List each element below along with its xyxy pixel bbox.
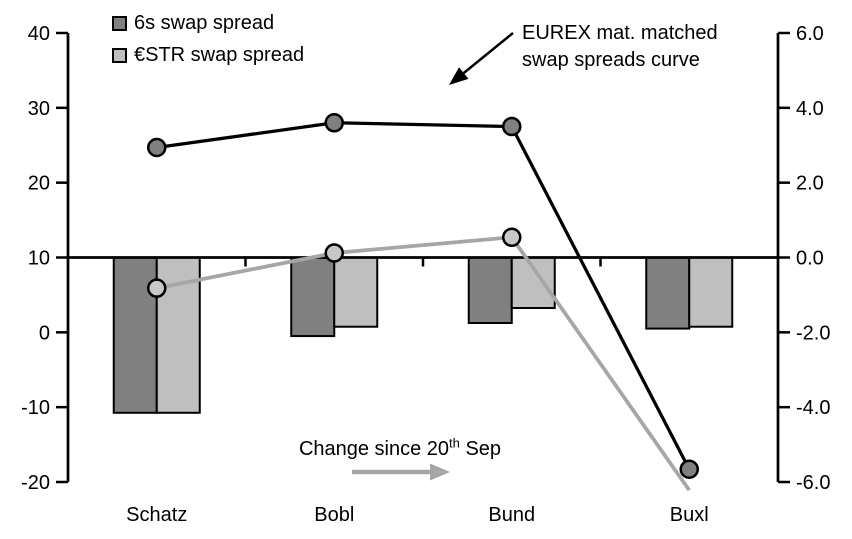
change-since-superscript: th	[449, 435, 460, 451]
marker-6s-schatz	[147, 137, 167, 158]
right-axis-label: 2.0	[796, 173, 824, 195]
bar-6s-bobl	[290, 256, 336, 338]
left-axis-label: 40	[28, 23, 50, 45]
left-axis-label: 30	[28, 98, 50, 120]
right-axis-label: 0.0	[796, 248, 824, 270]
right-axis-label: -6.0	[796, 472, 830, 494]
left-axis-label: -20	[21, 472, 50, 494]
right-axis-label: -4.0	[796, 397, 830, 419]
line-6s	[156, 121, 691, 471]
category-label-bund: Bund	[488, 504, 535, 526]
right-axis-label: -2.0	[796, 322, 830, 344]
curve-annotation-line1: EUREX mat. matched	[522, 22, 718, 44]
change-arrow-head-icon	[430, 463, 450, 481]
left-axis-label: -10	[21, 397, 50, 419]
left-axis-label: 10	[28, 248, 50, 270]
change-since-suffix: Sep	[459, 438, 502, 460]
marker-estr-schatz	[147, 278, 167, 298]
marker-estr-bund	[502, 227, 522, 248]
marker-6s-bund	[502, 116, 522, 137]
right-axis-label: 6.0	[796, 23, 824, 45]
legend-swatch-6s-icon	[112, 15, 127, 31]
legend-label-6s: 6s swap spread	[134, 12, 275, 34]
change-since-prefix: Change since 20	[298, 438, 450, 460]
marker-6s-bobl	[324, 113, 344, 133]
legend-item-estr: €STR swap spread	[112, 45, 304, 65]
bar-6s-bund	[467, 256, 513, 324]
bar-6s-schatz	[112, 256, 158, 414]
bar-6s-buxl	[645, 256, 691, 330]
category-label-buxl: Buxl	[670, 504, 709, 526]
curve-annotation-line2: swap spreads curve	[522, 49, 700, 71]
marker-6s-buxl	[679, 459, 699, 480]
line-estr	[156, 235, 691, 492]
legend: 6s swap spread €STR swap spread	[112, 13, 304, 65]
annotation-arrow-shaft	[462, 32, 514, 74]
marker-estr-bobl	[324, 243, 344, 263]
category-label-schatz: Schatz	[126, 504, 187, 526]
curve-annotation: EUREX mat. matched swap spreads curve	[522, 20, 718, 74]
legend-item-6s: 6s swap spread	[112, 13, 304, 33]
left-axis-label: 0	[39, 322, 50, 344]
category-label-bobl: Bobl	[314, 504, 354, 526]
left-axis-label: 20	[28, 173, 50, 195]
annotation-arrow-head-icon	[449, 67, 469, 85]
legend-swatch-estr-icon	[112, 47, 127, 63]
right-axis-label: 4.0	[796, 98, 824, 120]
bar-estr-buxl	[688, 256, 734, 328]
legend-label-estr: €STR swap spread	[134, 44, 305, 66]
change-since-label: Change since 20th Sep	[275, 435, 525, 461]
bar-estr-bobl	[333, 256, 379, 328]
